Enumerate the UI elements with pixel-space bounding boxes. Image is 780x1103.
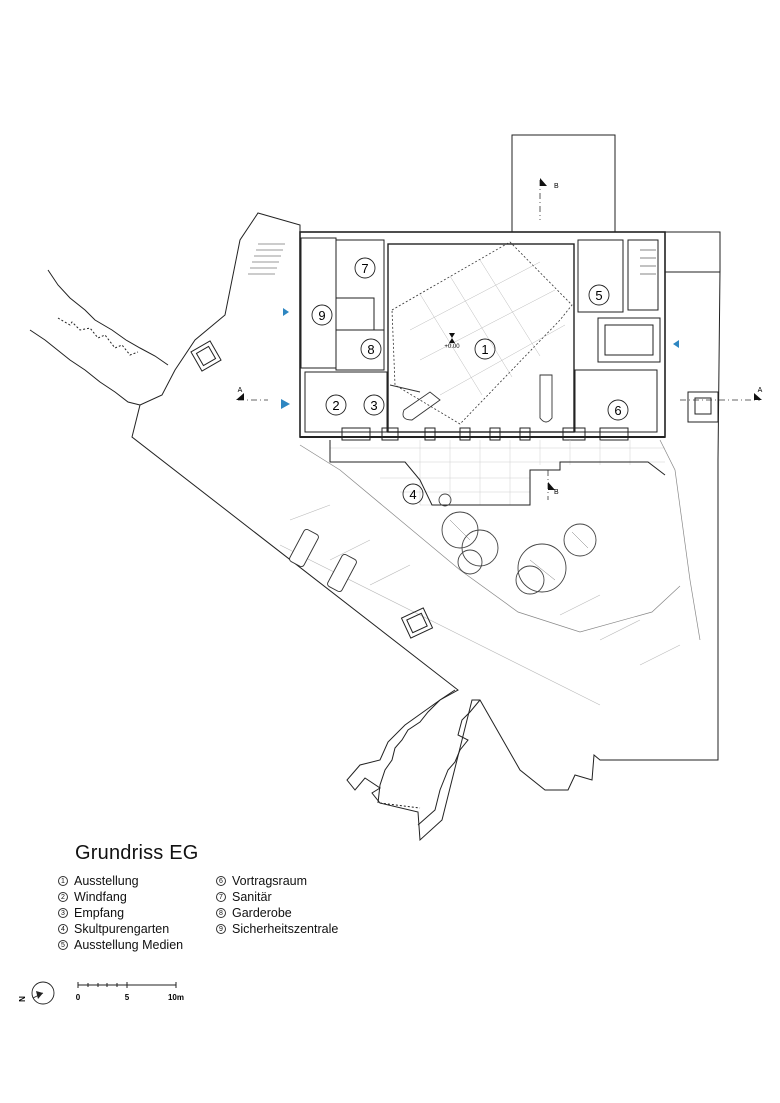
room-5-circle bbox=[588, 284, 610, 306]
legend-number: 2 bbox=[58, 892, 68, 902]
section-b-bottom-label: B bbox=[554, 489, 559, 496]
legend-item: 3 Empfang bbox=[58, 905, 183, 921]
scale-end: 10m bbox=[168, 993, 184, 1002]
legend-number: 6 bbox=[216, 876, 226, 886]
north-arrow-icon bbox=[31, 981, 55, 1005]
room-1-number: 1 bbox=[481, 342, 488, 357]
room-9-circle bbox=[311, 304, 333, 326]
room-labels bbox=[311, 257, 629, 505]
legend-label: Garderobe bbox=[232, 906, 292, 920]
room-4-circle bbox=[402, 483, 424, 505]
stairs bbox=[248, 243, 656, 275]
legend-item: 5 Ausstellung Medien bbox=[58, 937, 183, 953]
section-lines bbox=[238, 180, 760, 500]
section-b-top-label: B bbox=[554, 183, 559, 190]
room-3-number: 3 bbox=[370, 398, 377, 413]
legend-item: 1 Ausstellung bbox=[58, 873, 183, 889]
room-2-circle bbox=[325, 394, 347, 416]
level-marker-symbol bbox=[449, 333, 455, 343]
legend-item: 6 Vortragsraum bbox=[216, 873, 338, 889]
room-3-circle bbox=[363, 394, 385, 416]
legend-item: 8 Garderobe bbox=[216, 905, 338, 921]
trees bbox=[438, 493, 597, 595]
tree-texture bbox=[449, 519, 589, 581]
room-4-number: 4 bbox=[409, 487, 416, 502]
scale-zero: 0 bbox=[76, 993, 81, 1002]
section-a-left-label: A bbox=[238, 387, 243, 394]
exhibition-diamond bbox=[391, 241, 573, 425]
north-label: N bbox=[18, 996, 27, 1002]
scale-mid: 5 bbox=[125, 993, 130, 1002]
legend-column-right: 6 Vortragsraum 7 Sanitär 8 Garderobe 9 Siche… bbox=[216, 873, 338, 937]
room-5-number: 5 bbox=[595, 288, 602, 303]
legend-number: 4 bbox=[58, 924, 68, 934]
legend-label: Ausstellung bbox=[74, 874, 139, 888]
legend-number: 5 bbox=[58, 940, 68, 950]
room-8-number: 8 bbox=[367, 342, 374, 357]
legend-number: 1 bbox=[58, 876, 68, 886]
room-1-circle bbox=[474, 338, 496, 360]
legend-label: Empfang bbox=[74, 906, 125, 920]
legend-label: Skultpurengarten bbox=[74, 922, 170, 936]
level-label: +0.00 bbox=[444, 344, 460, 350]
legend-number: 3 bbox=[58, 908, 68, 918]
courtyard-grid bbox=[330, 440, 665, 506]
plan-title: Grundriss EG bbox=[75, 842, 199, 864]
legend-label: Sicherheitszentrale bbox=[232, 922, 339, 936]
legend-item: 7 Sanitär bbox=[216, 889, 338, 905]
room-9-number: 9 bbox=[318, 308, 325, 323]
room-6-number: 6 bbox=[614, 403, 621, 418]
skylights bbox=[190, 340, 719, 639]
scale-bar bbox=[77, 982, 177, 988]
cars bbox=[289, 528, 357, 593]
legend-number: 7 bbox=[216, 892, 226, 902]
garden-path bbox=[299, 439, 701, 641]
legend-item: 4 Skultpurengarten bbox=[58, 921, 183, 937]
exhibition-grid bbox=[409, 259, 566, 396]
site-outline bbox=[131, 134, 721, 842]
entrance-arrows bbox=[281, 308, 679, 409]
legend-label: Sanitär bbox=[232, 890, 272, 904]
legend-item: 2 Windfang bbox=[58, 889, 183, 905]
room-6-circle bbox=[607, 399, 629, 421]
room-8-circle bbox=[360, 338, 382, 360]
legend-number: 9 bbox=[216, 924, 226, 934]
room-7-circle bbox=[354, 257, 376, 279]
legend-label: Ausstellung Medien bbox=[74, 938, 184, 952]
room-2-number: 2 bbox=[332, 398, 339, 413]
lower-street bbox=[377, 689, 481, 826]
courtyard-edge bbox=[329, 440, 666, 506]
room-7-number: 7 bbox=[361, 261, 368, 276]
legend-number: 8 bbox=[216, 908, 226, 918]
section-markers bbox=[236, 178, 762, 490]
section-a-right-label: A bbox=[758, 387, 763, 394]
left-street bbox=[29, 269, 169, 406]
building bbox=[299, 231, 721, 441]
legend-label: Vortragsraum bbox=[232, 874, 308, 888]
ramps bbox=[389, 374, 553, 423]
legend-label: Windfang bbox=[74, 890, 127, 904]
legend-column-left: 1 Ausstellung 2 Windfang 3 Empfang 4 Skultpu… bbox=[58, 873, 183, 953]
legend-item: 9 Sicherheitszentrale bbox=[216, 921, 338, 937]
parking-lines bbox=[279, 504, 681, 706]
